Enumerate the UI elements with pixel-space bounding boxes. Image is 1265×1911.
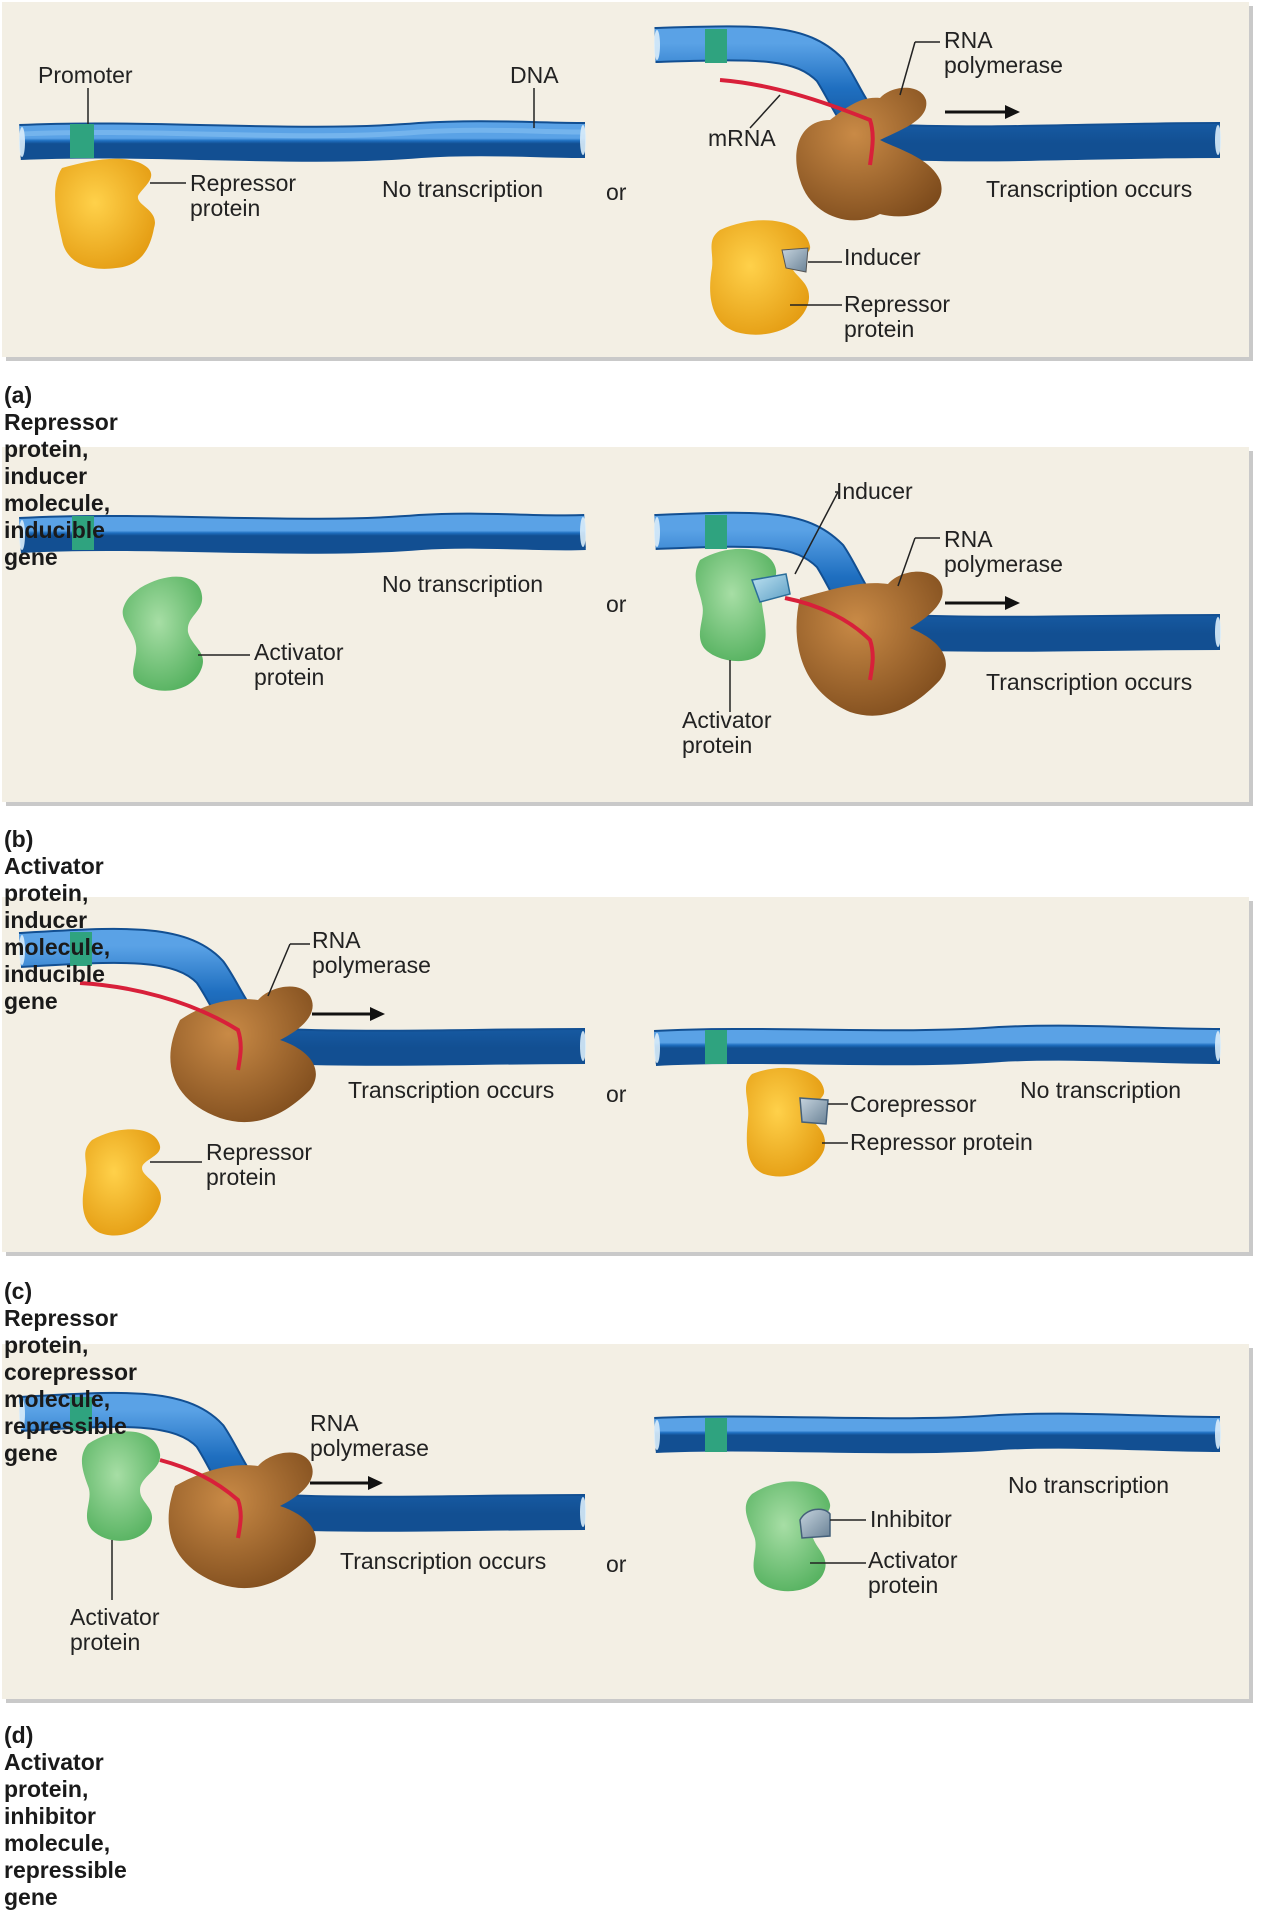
label-or: or xyxy=(606,591,627,617)
label-transcription-occurs: Transcription occurs xyxy=(986,669,1193,695)
inducer-b-shape xyxy=(750,573,791,603)
label-no-transcription: No transcription xyxy=(382,571,544,597)
label-or: or xyxy=(606,179,627,205)
label-rna-polymerase: RNA polymerase xyxy=(310,1410,429,1461)
repressor-c-right-shape xyxy=(745,1067,826,1177)
label-transcription-occurs: Transcription occurs xyxy=(340,1548,547,1574)
panel-d-right-dna xyxy=(654,1412,1221,1454)
label-rna-polymerase: RNA polymerase xyxy=(944,27,1063,78)
label-activator-protein-right: Activator protein xyxy=(682,707,772,758)
label-promoter: Promoter xyxy=(38,62,133,88)
activator-d-right-shape xyxy=(745,1481,831,1592)
label-dna: DNA xyxy=(510,62,559,88)
inhibitor-shape xyxy=(799,1508,831,1539)
activator-d-left-shape xyxy=(81,1431,161,1541)
label-inhibitor: Inhibitor xyxy=(870,1506,952,1532)
label-corepressor: Corepressor xyxy=(850,1091,977,1117)
caption-d: (d) Activator protein, inhibitor molecul… xyxy=(4,1722,127,1910)
label-no-transcription: No transcription xyxy=(382,176,544,202)
label-or: or xyxy=(606,1551,627,1577)
label-no-transcription: No transcription xyxy=(1020,1077,1182,1103)
label-mrna: mRNA xyxy=(708,125,776,151)
caption-c: (c) Repressor protein, corepressor molec… xyxy=(4,1278,137,1466)
inducer-shape xyxy=(781,247,809,273)
activator-right-shape xyxy=(695,548,777,662)
label-repressor-protein: Repressor protein xyxy=(206,1139,313,1190)
caption-a: (a) Repressor protein, inducer molecule,… xyxy=(4,382,118,570)
caption-b: (b) Activator protein, inducer molecule,… xyxy=(4,826,111,1014)
label-repressor-protein-right: Repressor protein xyxy=(844,291,951,342)
panel-c-right-dna xyxy=(653,1024,1221,1066)
label-or: or xyxy=(606,1081,627,1107)
label-rna-polymerase: RNA polymerase xyxy=(312,927,431,978)
panel-b-left-dna xyxy=(19,512,586,554)
label-activator-protein-right: Activator protein xyxy=(868,1547,958,1598)
label-activator-protein: Activator protein xyxy=(70,1604,160,1655)
label-transcription-occurs: Transcription occurs xyxy=(348,1077,555,1103)
label-inducer: Inducer xyxy=(836,478,913,504)
label-inducer: Inducer xyxy=(844,244,921,270)
label-repressor-protein: Repressor protein xyxy=(190,170,297,221)
rna-polymerase-shape xyxy=(796,87,942,221)
label-no-transcription: No transcription xyxy=(1008,1472,1170,1498)
diagram-shapes xyxy=(18,25,1221,1600)
label-repressor-protein-right: Repressor protein xyxy=(850,1129,1033,1155)
label-transcription-occurs: Transcription occurs xyxy=(986,176,1193,202)
label-activator-protein: Activator protein xyxy=(254,639,344,690)
corepressor-shape xyxy=(799,1097,829,1125)
label-rna-polymerase: RNA polymerase xyxy=(944,526,1063,577)
repressor-c-left-shape xyxy=(82,1129,161,1236)
repressor-protein-right-shape xyxy=(710,220,811,335)
panel-a xyxy=(2,2,1249,357)
promoter-marker xyxy=(70,124,94,158)
panel-a-left-dna xyxy=(19,120,586,162)
repressor-protein-shape xyxy=(55,158,155,269)
activator-protein-shape xyxy=(122,576,203,691)
